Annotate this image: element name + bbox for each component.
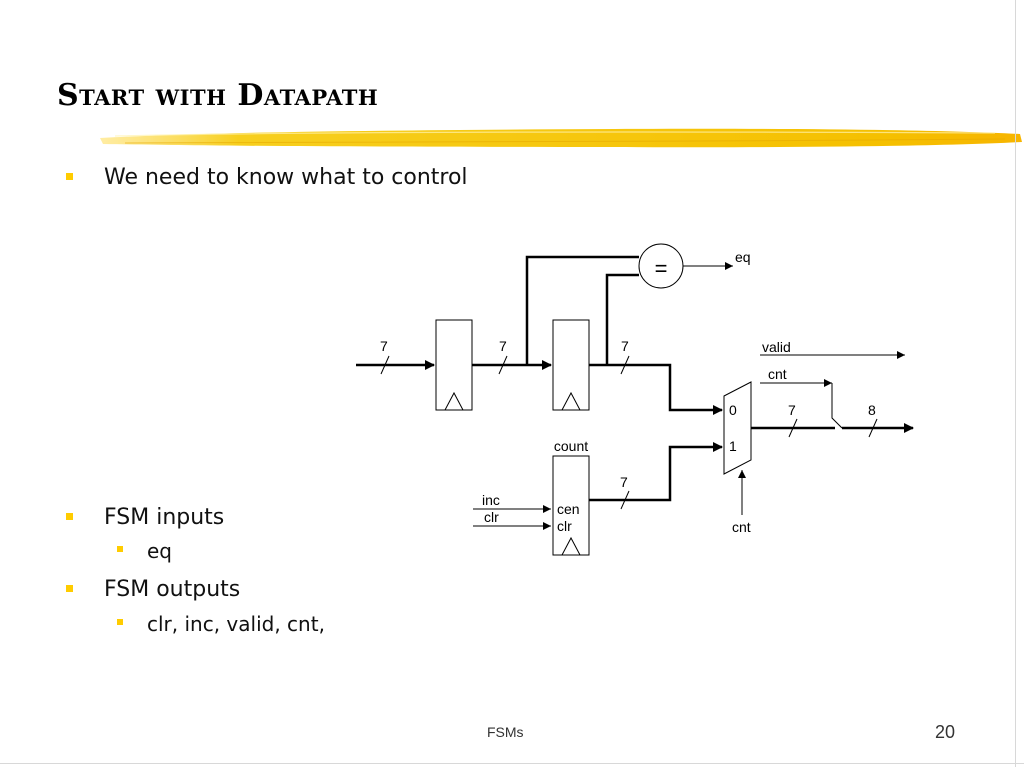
footer-text: FSMs <box>487 724 524 740</box>
bus-slash <box>380 355 390 375</box>
bus-slash <box>620 355 630 375</box>
mux <box>723 381 752 475</box>
bus-slash <box>620 490 630 510</box>
slide-border-bottom <box>0 763 1024 764</box>
bus-width-label: 7 <box>380 338 388 354</box>
counter-to-mux-wire <box>589 442 723 502</box>
bus-width-label: 7 <box>620 474 628 490</box>
bus-width-label: 7 <box>788 402 796 418</box>
comparator-symbol: = <box>655 256 668 281</box>
bus-slash <box>868 418 878 438</box>
cnt-label: cnt <box>768 366 787 382</box>
reg1-to-comparator-wire <box>525 255 639 365</box>
bus-width-label: 8 <box>868 402 876 418</box>
page-number: 20 <box>935 722 956 742</box>
counter-name-label: count <box>554 438 588 454</box>
eq-label: eq <box>735 249 751 265</box>
reg2-to-comparator-wire <box>605 273 639 365</box>
register-1 <box>435 319 473 411</box>
slide-border-right <box>1015 0 1016 767</box>
mux-input-0-label: 0 <box>729 402 737 418</box>
reg2-to-mux-wire <box>589 363 723 415</box>
mux-input-1-label: 1 <box>729 438 737 454</box>
title-highlight-stroke <box>100 128 1022 148</box>
bus-width-label: 7 <box>499 338 507 354</box>
slide-title: Start with Datapath <box>57 78 379 113</box>
cnt-merge-wire <box>831 383 843 429</box>
counter-port-cen: cen <box>557 501 580 517</box>
clock-triangle-icon <box>444 391 464 411</box>
register-2 <box>552 319 590 411</box>
counter-port-clr: clr <box>557 518 572 534</box>
mux-select-label: cnt <box>732 519 751 535</box>
clock-triangle-icon <box>561 536 581 556</box>
bus-slash <box>498 355 508 375</box>
clr-label: clr <box>484 509 499 525</box>
bus-width-label: 7 <box>621 338 629 354</box>
inc-label: inc <box>482 492 500 508</box>
bus-slash <box>788 418 798 438</box>
clock-triangle-icon <box>561 391 581 411</box>
valid-label: valid <box>762 339 791 355</box>
counter-block <box>552 455 590 556</box>
